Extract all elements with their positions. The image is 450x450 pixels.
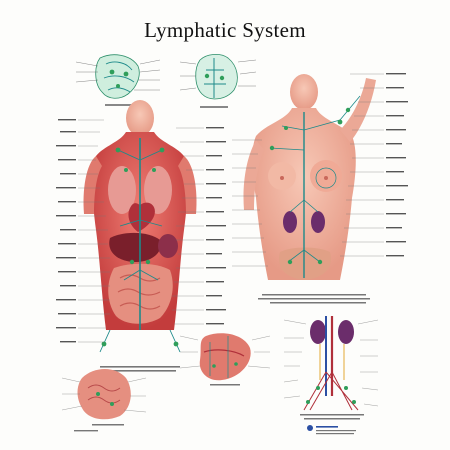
chart-title: Lymphatic System	[144, 18, 306, 42]
leader-lines-main-left	[78, 119, 110, 343]
leader-lines-female-left	[232, 139, 268, 267]
footer-code	[74, 430, 98, 432]
label-placeholders-main-left	[56, 119, 76, 343]
female-torso-figure	[243, 74, 376, 280]
caption-main-figure	[100, 366, 180, 368]
inset-kidney-pelvis	[283, 316, 379, 420]
label-placeholders-main-right	[206, 127, 226, 325]
inset-head-neck	[75, 54, 161, 106]
leader-lines-female-right	[340, 73, 384, 257]
main-torso-figure	[83, 100, 197, 353]
inset-intestine	[61, 369, 147, 426]
inset-neck-vessels	[179, 54, 257, 108]
label-placeholders-female-right	[386, 73, 408, 257]
inset-stomach	[179, 333, 271, 386]
caption-female-figure	[262, 294, 366, 296]
leader-lines-main-right	[172, 127, 204, 325]
3b-scientific-logo	[307, 425, 356, 435]
